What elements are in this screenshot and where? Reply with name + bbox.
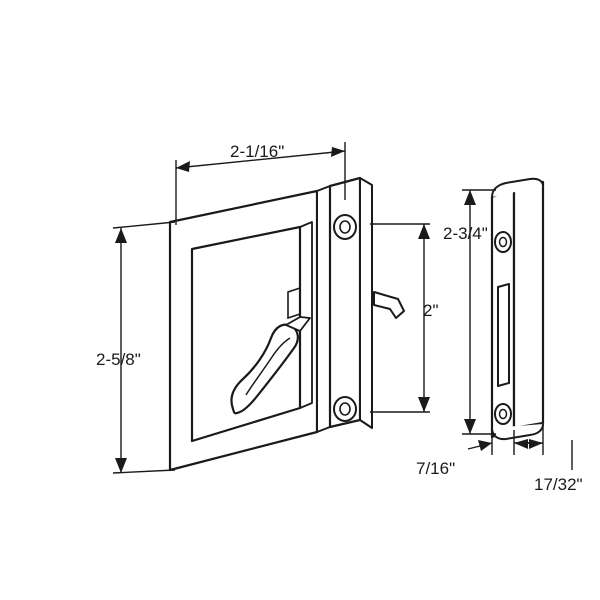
keeper-screw-hole-top-inner <box>498 236 508 248</box>
latch-mounting-flange <box>316 185 331 433</box>
dimension-label-height-left: 2-5/8" <box>96 350 141 369</box>
dimension-label-width-top: 2-1/16" <box>230 142 284 161</box>
latch-hook <box>373 291 405 319</box>
dimension-label-thickness-right: 17/32" <box>534 475 583 494</box>
latch-internal-notch <box>287 287 301 320</box>
latch-arm <box>285 316 311 332</box>
pull-handle-inner-line <box>245 337 291 396</box>
dimension-label-height-inner: 2" <box>423 301 439 320</box>
dimension-label-keeper-height: 2-3/4" <box>443 224 488 243</box>
dimension-width-top: 2-1/16" <box>175 142 346 225</box>
dimension-thickness-right: 17/32" <box>518 425 583 494</box>
keeper-slot <box>497 283 510 387</box>
screw-hole-top-inner <box>339 220 351 234</box>
dimension-height-left: 2-5/8" <box>96 221 176 474</box>
latch-flange-edge <box>359 177 373 429</box>
keeper-screw-hole-bottom-inner <box>498 408 508 420</box>
strike-keeper-group <box>490 177 545 441</box>
dimension-label-thickness-left: 7/16" <box>416 459 455 478</box>
keeper-side-face <box>512 180 545 430</box>
latch-recess-inner-wall <box>299 221 313 409</box>
dimension-keeper-height: 2-3/4" <box>443 189 496 435</box>
keeper-top-cap <box>491 177 544 198</box>
latch-body-group <box>168 176 405 472</box>
dimension-thickness-left: 7/16" <box>416 430 538 478</box>
dimension-height-inner: 2" <box>370 223 439 413</box>
screw-hole-bottom-inner <box>339 402 351 416</box>
